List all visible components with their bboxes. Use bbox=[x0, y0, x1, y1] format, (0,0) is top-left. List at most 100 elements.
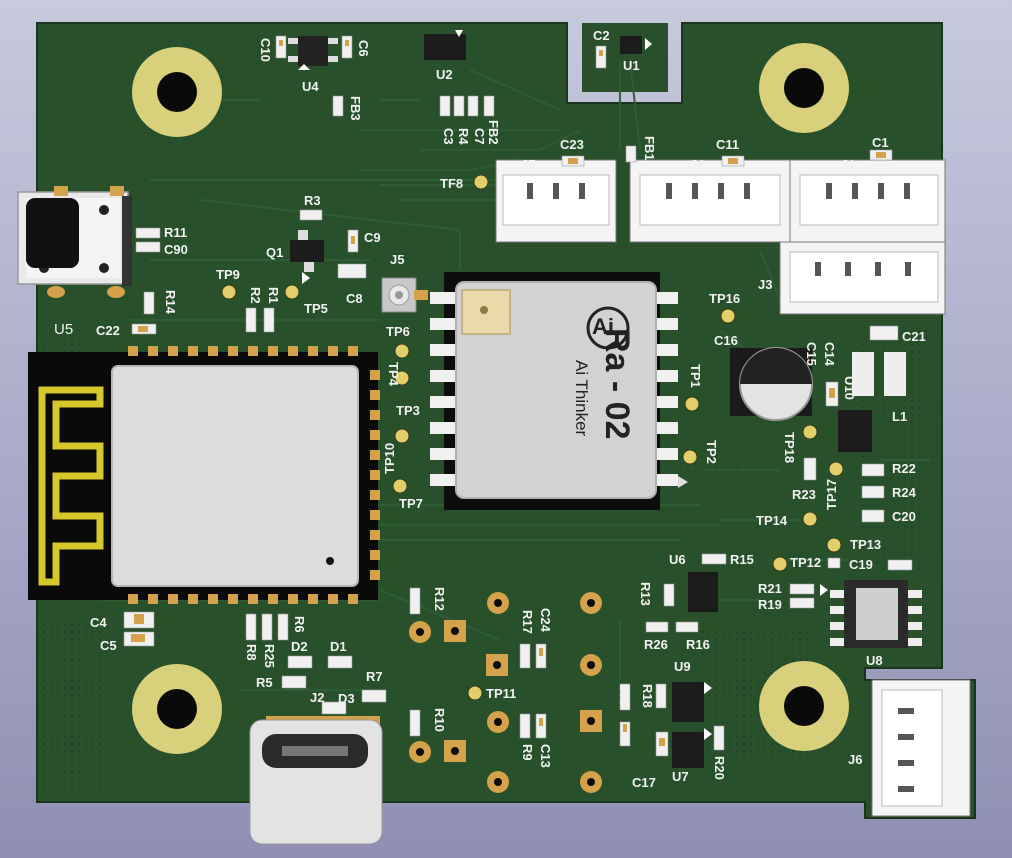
label-tp10: TP10 bbox=[382, 442, 397, 474]
label-u6: U6 bbox=[669, 552, 686, 567]
label-r9: R9 bbox=[520, 744, 535, 761]
label-c21: C21 bbox=[902, 329, 926, 344]
label-q1: Q1 bbox=[266, 245, 284, 260]
label-tp13: TP13 bbox=[850, 537, 882, 552]
label-tp5: TP5 bbox=[304, 301, 328, 316]
label-u5: U5 bbox=[54, 321, 74, 338]
label-u2: U2 bbox=[436, 67, 453, 82]
label-tp12: TP12 bbox=[790, 555, 822, 570]
ic-u8 bbox=[830, 580, 922, 648]
connector-j7 bbox=[495, 159, 617, 243]
label-c8: C8 bbox=[346, 291, 363, 306]
label-u9: U9 bbox=[674, 659, 691, 674]
j5-connector bbox=[381, 277, 428, 313]
label-tp11: TP11 bbox=[486, 686, 517, 701]
label-c9: C9 bbox=[364, 230, 381, 245]
label-c24: C24 bbox=[538, 608, 553, 632]
lora-logo: Ai bbox=[592, 314, 614, 339]
label-u8: U8 bbox=[866, 653, 883, 668]
label-r19: R19 bbox=[758, 597, 782, 612]
label-j6: J6 bbox=[848, 752, 863, 767]
label-c6: C6 bbox=[356, 40, 371, 57]
esp-module bbox=[28, 346, 380, 604]
label-tp17: TP17 bbox=[824, 478, 839, 510]
label-fb3: FB3 bbox=[348, 96, 363, 121]
label-c23: C23 bbox=[560, 137, 584, 152]
label-r20: R20 bbox=[712, 756, 727, 780]
ic-u2 bbox=[424, 30, 466, 60]
lora-brand-text: Ai Thinker bbox=[572, 360, 591, 437]
label-c5: C5 bbox=[100, 638, 117, 653]
label-r12: R12 bbox=[432, 587, 447, 611]
transistor-q1 bbox=[290, 230, 324, 272]
label-tp16: TP16 bbox=[709, 291, 741, 306]
label-tf8: TF8 bbox=[440, 176, 464, 191]
label-r25: R25 bbox=[262, 644, 277, 668]
label-tp3: TP3 bbox=[396, 403, 420, 418]
label-r4: R4 bbox=[456, 128, 471, 145]
label-tp7: TP7 bbox=[399, 496, 423, 511]
label-c20: C20 bbox=[892, 509, 916, 524]
lora-module bbox=[430, 272, 688, 510]
label-r3: R3 bbox=[304, 193, 321, 208]
label-r23: R23 bbox=[792, 487, 816, 502]
label-tp1: TP1 bbox=[688, 364, 703, 388]
label-d2: D2 bbox=[291, 639, 308, 654]
label-r5: R5 bbox=[256, 675, 273, 690]
label-j4: J4 bbox=[690, 157, 705, 172]
solder-pads bbox=[131, 40, 886, 746]
label-tp18: TP18 bbox=[782, 432, 797, 464]
label-tp6: TP6 bbox=[386, 324, 410, 339]
connector-j6 bbox=[871, 679, 971, 817]
label-c7: C7 bbox=[472, 128, 487, 145]
lora-model-text: Ra - 02 bbox=[598, 328, 636, 440]
label-c14: C14 bbox=[822, 342, 837, 366]
ic-u7 bbox=[672, 732, 704, 768]
label-j2: J2 bbox=[310, 690, 325, 705]
label-r26: R26 bbox=[644, 637, 668, 652]
label-r10: R10 bbox=[432, 708, 447, 732]
label-r16: R16 bbox=[686, 637, 710, 652]
label-r8: R8 bbox=[244, 644, 259, 661]
label-c11: C11 bbox=[716, 137, 740, 152]
label-r15: R15 bbox=[730, 552, 754, 567]
label-tp2: TP2 bbox=[704, 440, 719, 464]
label-r13: R13 bbox=[638, 582, 653, 606]
label-c22: C22 bbox=[96, 323, 120, 338]
connector-j3 bbox=[779, 241, 946, 315]
label-d3: D3 bbox=[338, 691, 355, 706]
label-c19: C19 bbox=[849, 557, 873, 572]
label-r11: R11 bbox=[164, 225, 188, 240]
ic-u4 bbox=[288, 36, 338, 66]
label-c2: C2 bbox=[593, 28, 610, 43]
label-c1: C1 bbox=[872, 135, 889, 150]
label-j1: J1 bbox=[841, 157, 856, 172]
label-r2: R2 bbox=[248, 287, 263, 304]
label-u10: U10 bbox=[842, 376, 857, 400]
test-points bbox=[221, 174, 844, 701]
label-tp9: TP9 bbox=[216, 267, 240, 282]
label-c10: C10 bbox=[258, 38, 273, 62]
label-tp4: TP4 bbox=[386, 362, 401, 386]
usb-c-connector bbox=[249, 716, 383, 845]
label-d1: D1 bbox=[330, 639, 347, 654]
inductor-l1 bbox=[852, 352, 906, 396]
label-c15: C15 bbox=[804, 342, 819, 366]
label-c3: C3 bbox=[441, 128, 456, 145]
label-c4: C4 bbox=[90, 615, 107, 630]
label-r18: R18 bbox=[640, 684, 655, 708]
label-fb2: FB2 bbox=[486, 120, 501, 145]
ic-u10 bbox=[838, 410, 872, 452]
electrolytic-cap-c16 bbox=[730, 347, 813, 421]
push-button bbox=[17, 186, 132, 298]
label-r22: R22 bbox=[892, 461, 916, 476]
label-j5: J5 bbox=[390, 252, 405, 267]
label-c90: C90 bbox=[164, 242, 188, 257]
label-r17: R17 bbox=[520, 610, 535, 634]
label-l1: L1 bbox=[892, 409, 908, 424]
label-fb1: FB1 bbox=[642, 136, 657, 161]
ic-u6 bbox=[688, 572, 718, 612]
label-r24: R24 bbox=[892, 485, 916, 500]
label-r1: R1 bbox=[266, 287, 281, 304]
